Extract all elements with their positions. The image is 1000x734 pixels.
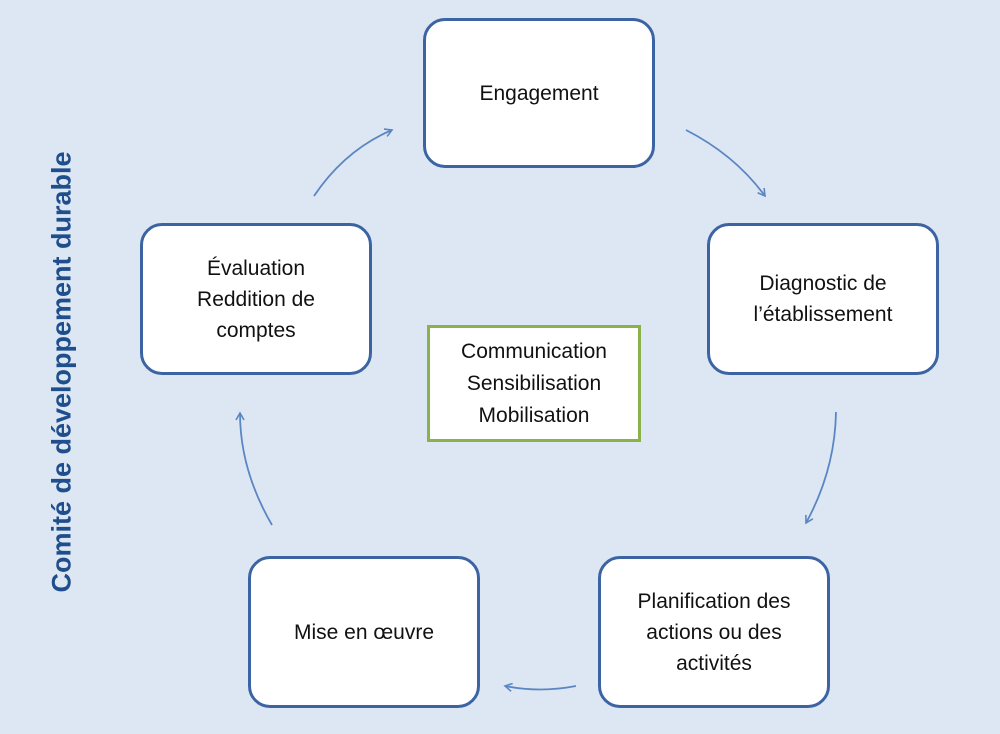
node-mise-en-oeuvre-line-1: Mise en œuvre bbox=[293, 620, 435, 644]
node-planification: Planification des actions ou des activit… bbox=[598, 556, 830, 708]
node-planification-line-2: actions ou des bbox=[646, 620, 782, 644]
node-evaluation-line-1: Évaluation bbox=[206, 256, 306, 280]
node-planification-line-3: activités bbox=[676, 651, 752, 675]
arrow-engagement-to-diagnostic bbox=[685, 129, 766, 198]
center-line-2: Sensibilisation bbox=[466, 371, 602, 395]
node-diagnostic-line-1: Diagnostic de bbox=[759, 272, 887, 295]
node-evaluation-line-3: comptes bbox=[216, 318, 296, 342]
center-line-1: Communication bbox=[461, 339, 607, 363]
node-diagnostic-line-2: l’établissement bbox=[753, 303, 893, 326]
node-diagnostic: Diagnostic de l’établissement bbox=[707, 223, 939, 375]
side-title: Comité de développement durable bbox=[46, 151, 77, 593]
arrow-diagnostic-to-planification bbox=[805, 411, 837, 525]
node-engagement: Engagement bbox=[423, 18, 655, 168]
arrow-mise-en-oeuvre-to-evaluation bbox=[235, 411, 273, 526]
arrow-evaluation-to-engagement bbox=[313, 128, 394, 197]
node-planification-line-1: Planification des bbox=[637, 589, 791, 613]
node-evaluation-line-2: Reddition de bbox=[197, 287, 315, 311]
node-evaluation: Évaluation Reddition de comptes bbox=[140, 223, 372, 375]
center-box: Communication Sensibilisation Mobilisati… bbox=[427, 325, 641, 442]
node-mise-en-oeuvre: Mise en œuvre bbox=[248, 556, 480, 708]
node-engagement-line-1: Engagement bbox=[479, 81, 599, 105]
arrow-planification-to-mise-en-oeuvre bbox=[503, 682, 577, 692]
center-line-3: Mobilisation bbox=[478, 403, 590, 427]
